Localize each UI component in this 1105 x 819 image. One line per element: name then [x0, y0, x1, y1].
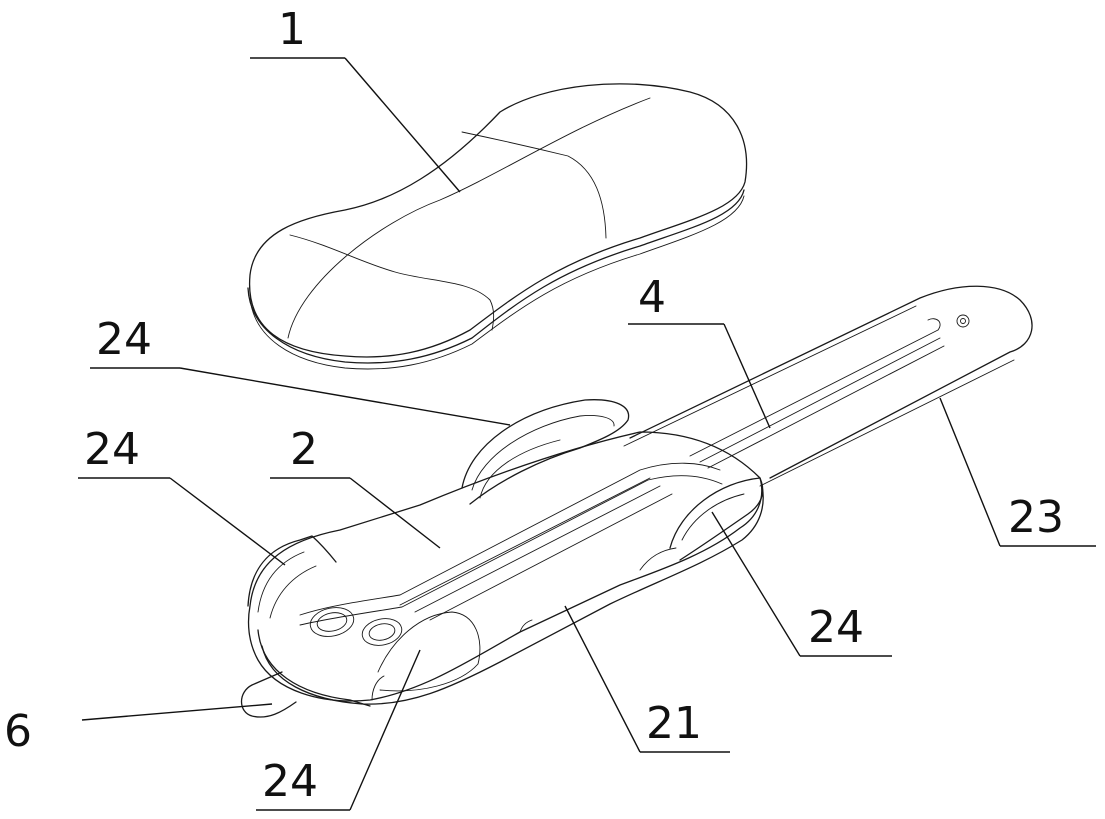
- base-part: [249, 432, 764, 706]
- ref-23: 23: [1008, 492, 1064, 543]
- strip-part: [624, 286, 1032, 486]
- clip-right-part: [640, 478, 763, 570]
- label-24-top: 24: [90, 314, 510, 425]
- ref-24-bottom: 24: [262, 756, 318, 807]
- ref-24-top: 24: [96, 314, 152, 365]
- clip-left-part: [248, 536, 336, 618]
- ref-24-right: 24: [808, 602, 864, 653]
- label-24-left: 24: [78, 424, 285, 565]
- ref-1: 1: [278, 4, 306, 55]
- label-23: 23: [940, 398, 1096, 546]
- ref-6: 6: [4, 706, 32, 757]
- ref-21: 21: [646, 698, 702, 749]
- label-24-right: 24: [712, 512, 892, 656]
- ref-4: 4: [638, 272, 666, 323]
- reference-labels: 1 4 24 24 2 23: [4, 4, 1096, 810]
- label-6: 6: [4, 704, 272, 757]
- label-21: 21: [565, 606, 730, 752]
- label-2: 2: [270, 424, 440, 548]
- clip-top-part: [462, 400, 629, 504]
- label-1: 1: [250, 4, 460, 192]
- cover-part: [248, 84, 747, 369]
- ref-2: 2: [290, 424, 318, 475]
- ref-24-left: 24: [84, 424, 140, 475]
